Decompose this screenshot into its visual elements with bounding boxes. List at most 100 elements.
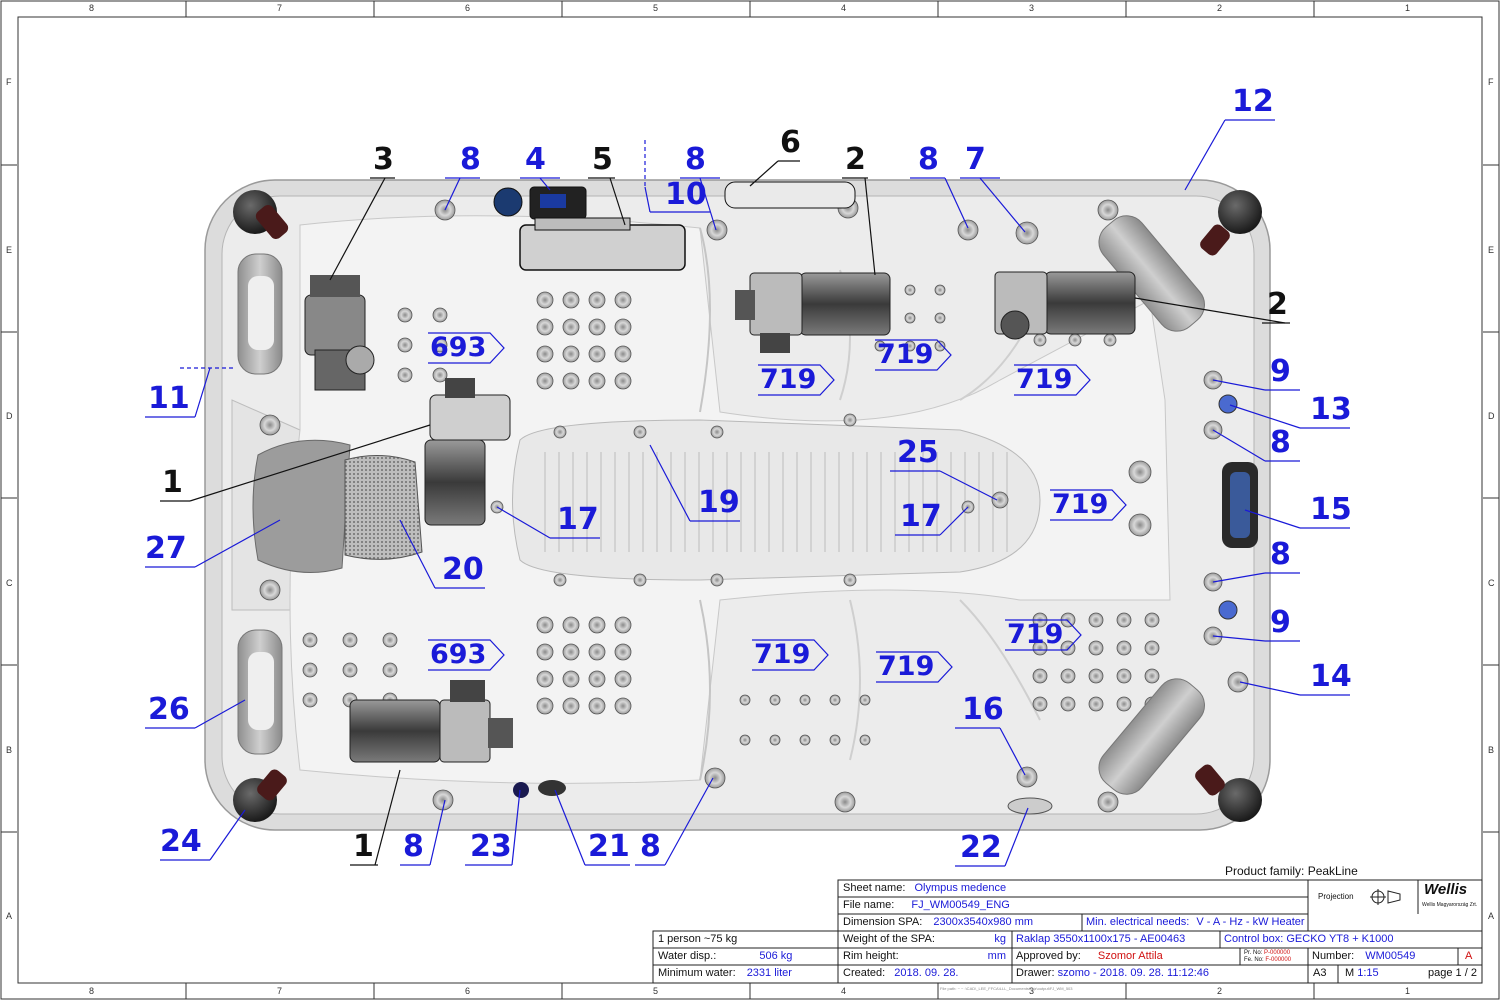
jet-icon — [342, 662, 358, 678]
grid-column-label: 3 — [1029, 3, 1035, 13]
jet-icon — [614, 670, 632, 688]
callout-black-label: 1 — [162, 465, 183, 500]
grid-row-label: D — [1488, 411, 1495, 421]
approved-row: Approved by: Szomor Attila — [1016, 950, 1163, 963]
jet-icon — [432, 337, 448, 353]
jet-icon — [1088, 668, 1104, 684]
jet-icon — [1144, 640, 1160, 656]
jet-icon — [588, 616, 606, 634]
jet-icon — [536, 318, 554, 336]
jet-icon — [259, 414, 281, 436]
min-electrical-label: Min. electrical needs: — [1086, 916, 1190, 928]
approved-value: Szomor Attila — [1097, 950, 1163, 962]
leader-line — [1244, 509, 1301, 529]
jet-icon — [588, 318, 606, 336]
company-logo: Wellis — [1424, 882, 1467, 897]
grid-row-label: B — [6, 745, 13, 755]
file-name-value: FJ_WM00549_ENG — [911, 899, 1010, 911]
min-water-row: Minimum water: 2331 liter — [658, 967, 792, 980]
grid-row-label: A — [6, 911, 13, 921]
logo-sub-text: Wellis Magyarország Zrt. — [1422, 902, 1478, 908]
jet-icon — [1116, 668, 1132, 684]
callout-blue-label: 9 — [1270, 354, 1291, 389]
person-note-text: 1 person ~75 kg — [658, 933, 738, 945]
jet-icon — [302, 662, 318, 678]
jet-icon — [432, 367, 448, 383]
jet-icon — [934, 312, 946, 324]
projection-symbol-icon — [1370, 889, 1401, 905]
projection-label: Projection — [1318, 890, 1354, 903]
drawer-value: szomo - 2018. 09. 28. 11:12:46 — [1057, 967, 1210, 979]
scale-row: M 1:15 — [1345, 967, 1379, 980]
jet-icon — [1097, 791, 1119, 813]
scale-value: 1:15 — [1357, 967, 1379, 979]
jet-group-label: 719 — [878, 651, 935, 682]
jet-icon — [829, 734, 841, 746]
jet-icon — [614, 616, 632, 634]
callout-blue-label: 7 — [965, 142, 986, 177]
grid-row-label: A — [1488, 911, 1495, 921]
pump-1-upper-icon — [424, 378, 511, 526]
company-subtitle: Wellis Magyarország Zrt. — [1422, 902, 1477, 909]
callout-blue-label: 24 — [160, 824, 202, 859]
jet-icon — [562, 318, 580, 336]
skimmer-icon — [1222, 462, 1258, 548]
jet-icon — [614, 643, 632, 661]
grid-row-label: F — [6, 77, 12, 87]
leader-line — [864, 177, 876, 276]
heater-icon — [519, 217, 686, 271]
grid-column-label: 6 — [465, 986, 471, 996]
jet-icon — [562, 670, 580, 688]
grid-column-label: 5 — [653, 3, 659, 13]
title-block-frame — [652, 879, 1483, 984]
grid-row-label: F — [1488, 77, 1494, 87]
grid-column-label: 8 — [89, 3, 95, 13]
created-label: Created: — [843, 967, 886, 979]
leader-line — [664, 777, 714, 866]
min-electrical-row: Min. electrical needs: V - A - Hz - kW H… — [1086, 916, 1305, 929]
grid-column-label: 1 — [1405, 3, 1411, 13]
number-value: WM00549 — [1365, 950, 1416, 962]
pump-2-upper-icon — [735, 272, 891, 353]
jet-icon — [843, 413, 857, 427]
jet-icon — [1103, 333, 1117, 347]
pr-fe-numbers: Pr. No: P-000000 Fe. No: F-000000 — [1244, 950, 1291, 964]
callout-blue-label: 8 — [403, 829, 424, 864]
product-family-value: PeakLine — [1307, 864, 1358, 878]
leader-line — [1184, 119, 1226, 191]
leader-line — [944, 177, 969, 229]
jet-label-arrow-box — [428, 639, 505, 671]
jet-icon — [1144, 612, 1160, 628]
jet-icon — [562, 616, 580, 634]
dimension-value: 2300x3540x980 mm — [933, 916, 1034, 928]
jet-icon — [432, 307, 448, 323]
jet-label-arrow-box — [1005, 619, 1082, 651]
fe-no-label: Fe. No: — [1244, 957, 1264, 963]
jet-label-arrow-box — [752, 639, 829, 671]
grid-column-label: 6 — [465, 3, 471, 13]
jet-icon — [614, 318, 632, 336]
created-row: Created: 2018. 09. 28. — [843, 967, 959, 980]
jet-icon — [904, 340, 916, 352]
grid-column-label: 2 — [1217, 3, 1223, 13]
jet-label-arrow-box — [428, 332, 505, 364]
callout-blue-label: 4 — [525, 142, 546, 177]
jet-icon — [1088, 640, 1104, 656]
jet-icon — [536, 291, 554, 309]
jet-icon — [342, 632, 358, 648]
callout-blue-label: 14 — [1310, 659, 1352, 694]
callout-blue-label: 11 — [148, 381, 190, 416]
page-value: page 1 / 2 — [1428, 967, 1477, 979]
callout-blue-label: 10 — [665, 177, 707, 212]
jet-icon — [614, 291, 632, 309]
jet-group-label: 719 — [1007, 619, 1064, 650]
rim-height-row: Rim height: mm — [843, 950, 1008, 963]
grid-column-label: 1 — [1405, 986, 1411, 996]
jet-icon — [1016, 766, 1038, 788]
leader-line — [649, 444, 691, 522]
grid-column-label: 7 — [277, 3, 283, 13]
sheet-name-label: Sheet name: — [843, 882, 906, 894]
raklap-row: Raklap 3550x1100x175 - AE00463 — [1016, 933, 1185, 946]
pump-3-blower-icon — [304, 275, 375, 391]
jet-icon — [739, 734, 751, 746]
